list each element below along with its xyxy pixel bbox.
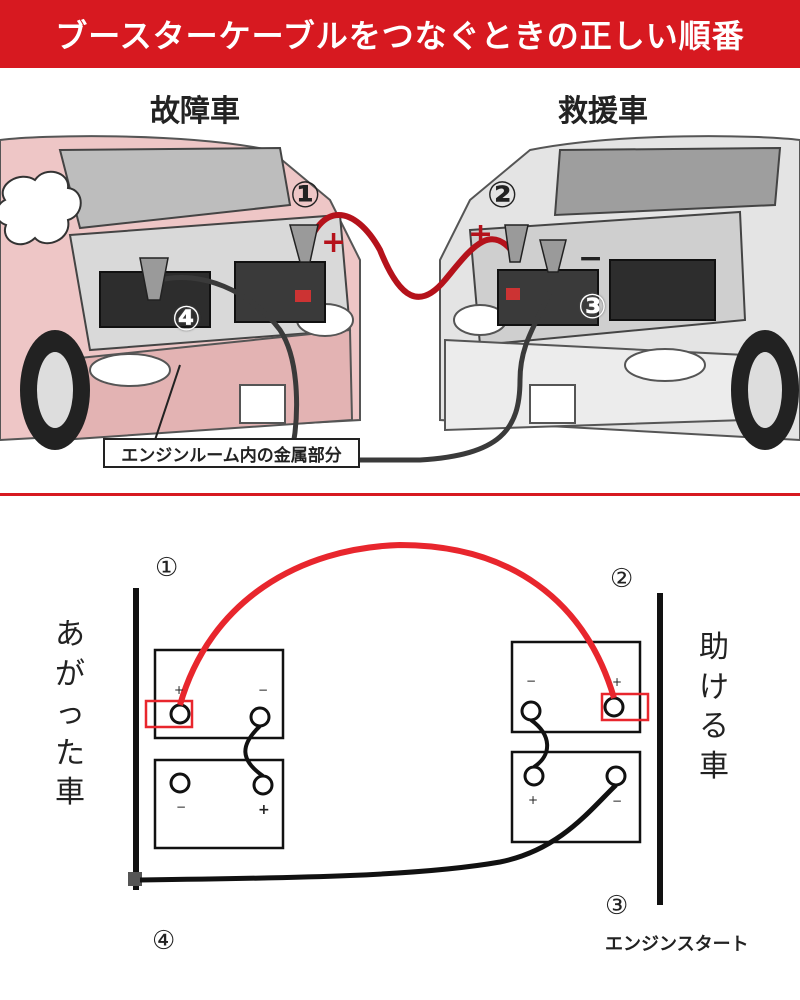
plus-sign-rescue: + bbox=[468, 217, 494, 252]
diagram-step-3: ③ bbox=[605, 891, 629, 921]
terminal-plus-mark: + bbox=[174, 683, 185, 697]
rescue-car bbox=[439, 135, 800, 450]
page-title: ブースターケーブルをつなぐときの正しい順番 bbox=[0, 0, 800, 68]
terminal-plus-mark: + bbox=[258, 802, 270, 818]
broken-car-battery bbox=[234, 261, 326, 323]
broken-car-vertical-label: あ が っ た 車 bbox=[55, 617, 85, 811]
clamp-3 bbox=[539, 239, 567, 273]
terminal-minus-mark: − bbox=[526, 674, 537, 688]
rescue-car-vertical-label: 助 け る 車 bbox=[699, 630, 729, 784]
negative-cable-diagram bbox=[139, 783, 618, 883]
diagram-step-1: ① bbox=[155, 553, 179, 583]
minus-sign-rescue: − bbox=[578, 241, 604, 276]
top-illustration bbox=[0, 135, 800, 463]
terminal-plus-mark: + bbox=[612, 675, 623, 689]
positive-cable-diagram bbox=[177, 541, 617, 706]
positive-cable bbox=[302, 212, 518, 300]
metal-part-callout: エンジンルーム内の金属部分 bbox=[103, 438, 360, 468]
engine-start-label: エンジンスタート bbox=[605, 934, 749, 955]
step-4-marker: ④ bbox=[172, 299, 201, 339]
step-3-marker: ③ bbox=[578, 287, 607, 327]
diagram-step-4: ④ bbox=[152, 926, 176, 956]
terminal-plus-mark: + bbox=[528, 793, 539, 807]
step-2-marker: ② bbox=[487, 175, 518, 216]
diagram-step-2: ② bbox=[610, 564, 634, 594]
plus-sign-broken: + bbox=[321, 225, 347, 260]
right-positive-highlight bbox=[600, 692, 650, 722]
clamp-1 bbox=[289, 224, 319, 263]
terminal-minus-mark: − bbox=[612, 794, 623, 808]
negative-cable-rescue bbox=[360, 279, 558, 463]
left-positive-highlight bbox=[144, 699, 194, 729]
negative-cable-broken bbox=[159, 274, 355, 463]
rescue-car-label: 救援車 bbox=[558, 94, 648, 129]
clamp-4 bbox=[139, 257, 169, 301]
broken-car-label: 故障車 bbox=[150, 94, 240, 129]
smoke-icon bbox=[0, 170, 82, 245]
terminal-minus-mark: − bbox=[258, 683, 269, 697]
step-1-marker: ① bbox=[290, 175, 321, 216]
section-divider bbox=[0, 493, 800, 496]
broken-car bbox=[0, 135, 361, 450]
terminal-minus-mark: − bbox=[176, 800, 187, 814]
clamp-2 bbox=[504, 224, 529, 263]
